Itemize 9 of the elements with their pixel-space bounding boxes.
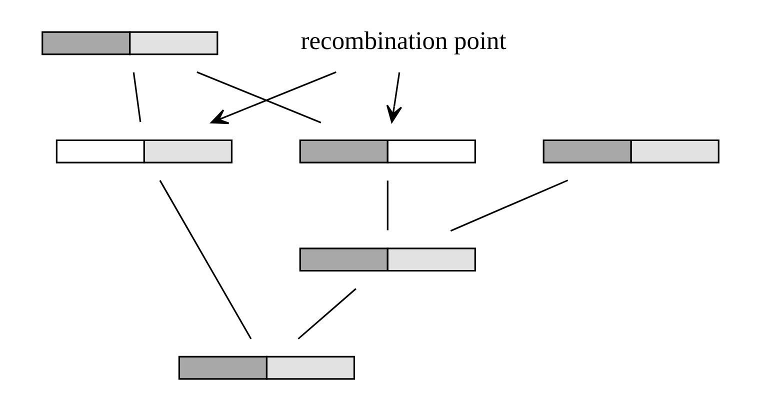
connector	[386, 180, 388, 230]
connector	[158, 180, 252, 340]
connector	[132, 72, 141, 122]
arrow	[386, 72, 402, 123]
node-text: recombination point	[300, 26, 506, 56]
connector	[297, 288, 356, 340]
connector	[196, 71, 321, 124]
connector	[450, 180, 568, 232]
arrow	[210, 71, 336, 124]
